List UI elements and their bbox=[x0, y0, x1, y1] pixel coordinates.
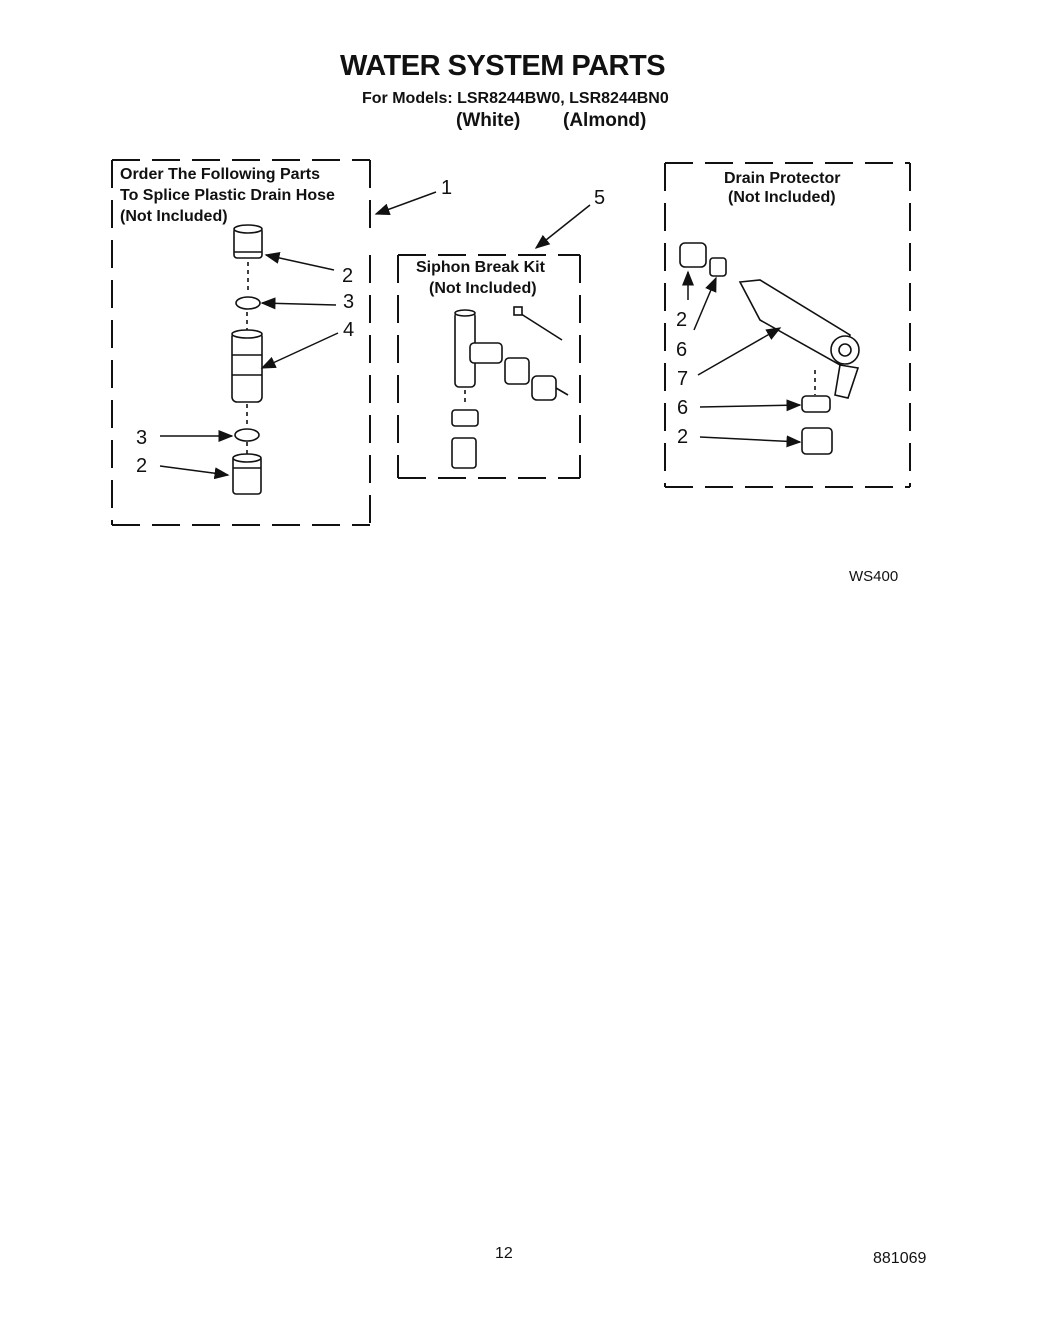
callout-5: 5 bbox=[594, 187, 606, 209]
connector-part-2-top bbox=[233, 224, 263, 259]
callout-4: 4 bbox=[343, 319, 355, 341]
page-number: 12 bbox=[495, 1245, 513, 1262]
models-line: For Models: LSR8244BW0, LSR8244BN0 bbox=[362, 90, 669, 107]
doc-number: 881069 bbox=[873, 1250, 927, 1267]
drain-callout-6-top: 6 bbox=[676, 339, 688, 361]
siphon-cap bbox=[451, 437, 477, 469]
drain-callout-2-top: 2 bbox=[676, 309, 688, 331]
drain-parts bbox=[679, 242, 860, 455]
diagram-code: WS400 bbox=[849, 568, 899, 585]
leader-lines bbox=[159, 191, 802, 480]
drain-callout-2-bottom: 2 bbox=[677, 426, 689, 448]
callout-3-top: 3 bbox=[343, 291, 355, 313]
siphon-nut bbox=[504, 357, 530, 385]
drain-cap-part-2 bbox=[679, 242, 707, 268]
drain-nut-part-6 bbox=[709, 257, 727, 277]
splice-box-line2: To Splice Plastic Drain Hose bbox=[120, 187, 335, 204]
siphon-ring bbox=[451, 409, 479, 427]
drain-box-frame bbox=[664, 162, 911, 488]
drain-cap-part-2-bottom bbox=[801, 427, 833, 455]
splice-box-line3: (Not Included) bbox=[120, 208, 228, 225]
splice-parts bbox=[231, 224, 263, 495]
siphon-box-frame bbox=[397, 254, 581, 479]
callout-2-top: 2 bbox=[342, 265, 354, 287]
splice-box-frame bbox=[111, 159, 371, 526]
coupling-part-4 bbox=[231, 329, 263, 403]
siphon-tee bbox=[454, 309, 503, 388]
drain-body-part-7 bbox=[738, 279, 860, 399]
clamp-part-3-top bbox=[235, 296, 261, 310]
clamp-part-3-bottom bbox=[234, 428, 260, 442]
color-white-label: (White) bbox=[456, 110, 521, 131]
splice-box-line1: Order The Following Parts bbox=[120, 166, 321, 183]
drain-callout-6-bottom: 6 bbox=[677, 397, 689, 419]
siphon-box-line2: (Not Included) bbox=[429, 280, 537, 297]
drain-box-line1: Drain Protector bbox=[724, 170, 841, 187]
callout-3-bottom: 3 bbox=[136, 427, 148, 449]
siphon-plug bbox=[531, 375, 569, 401]
siphon-tie bbox=[513, 306, 563, 341]
color-almond-label: (Almond) bbox=[563, 110, 647, 131]
drain-callout-7: 7 bbox=[677, 368, 689, 390]
siphon-parts bbox=[451, 306, 569, 469]
page-title: WATER SYSTEM PARTS bbox=[340, 50, 666, 82]
drain-ring-part-6 bbox=[801, 395, 831, 413]
callout-1: 1 bbox=[441, 177, 453, 199]
siphon-box-line1: Siphon Break Kit bbox=[416, 259, 545, 276]
drain-box-line2: (Not Included) bbox=[728, 189, 836, 206]
connector-part-2-bottom bbox=[232, 453, 262, 495]
callout-2-bottom: 2 bbox=[136, 455, 148, 477]
